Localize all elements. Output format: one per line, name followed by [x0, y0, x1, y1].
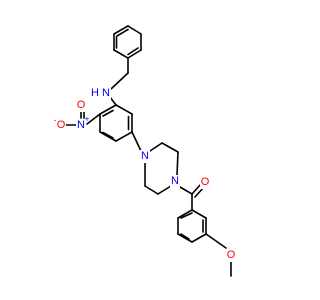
methoxyphenyl-ring-bond [191, 209, 207, 219]
piperazine-bond [176, 151, 179, 176]
amine-hydrogen-label: H [91, 87, 99, 99]
aryl-ring-bond [99, 131, 117, 142]
amide-n-c-bond [179, 186, 193, 195]
nitro-nitrogen-label: N [77, 119, 85, 131]
benzyl-ring-bond [113, 25, 129, 35]
aryl-ring-bond [99, 104, 117, 115]
nitro-nitrogen-charge: + [85, 115, 90, 124]
nitro-oxygen-left-label: O [57, 119, 66, 131]
carbonyl-double-bond [191, 183, 202, 195]
benzyl-ring-bond [127, 49, 142, 59]
piperazine-bond [157, 185, 172, 195]
methoxyphenyl-ring-bond [177, 209, 193, 219]
atom-label-layer: N H N + O - O N N O O [54, 87, 236, 262]
piperazine-nitrogen-top-label: N [141, 150, 149, 162]
aryl-piperazine-bond [131, 131, 142, 152]
nitro-aryl-bond [86, 113, 101, 125]
benzyl-ring-double-bond [127, 47, 139, 56]
benzyl-ring-double-bond [116, 28, 129, 37]
piperazine-bond [149, 142, 163, 152]
aryl-ring-bond [115, 131, 133, 142]
methoxyphenyl-ring-bond [177, 233, 193, 243]
piperazine-nitrogen-bottom-label: N [171, 175, 179, 187]
piperazine-bond [161, 142, 179, 153]
methoxyphenyl-ring-double-bond [180, 233, 190, 240]
methoxy-oxygen-label: O [227, 249, 236, 261]
ch2-amine-bond [110, 72, 129, 90]
benzyl-ring-bond [113, 49, 129, 59]
amine-nitrogen-label: N [102, 87, 110, 99]
aryl-ring-double-bond [102, 131, 114, 139]
molecule-structure: N H N + O - O N N O O [54, 25, 236, 277]
methoxyphenyl-ring-double-bond [180, 212, 193, 219]
piperazine-bond [144, 185, 159, 195]
nitro-oxygen-charge: - [54, 116, 57, 125]
methoxyphenyl-ring-bond [191, 233, 207, 243]
aryl-methoxy-bond [205, 233, 227, 249]
benzyl-ring-bond [127, 25, 142, 35]
aryl-ring-double-bond [102, 109, 114, 117]
aryl-ring-bond [115, 104, 133, 115]
nitro-oxygen-top-label: O [77, 99, 86, 111]
carbonyl-oxygen-label: O [201, 176, 210, 188]
